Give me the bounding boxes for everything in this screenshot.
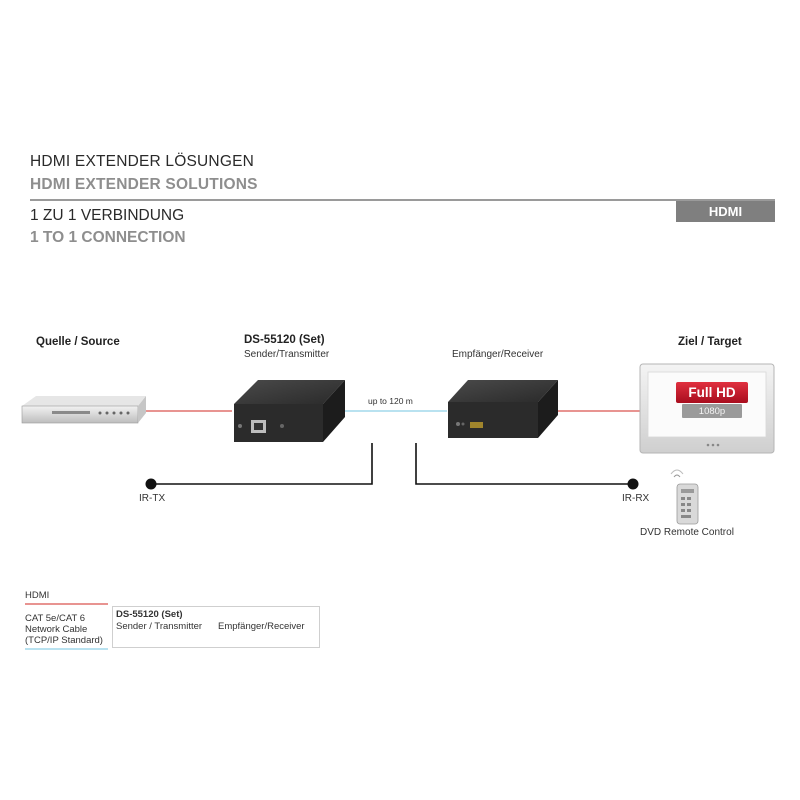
- ir-rx-cable: [415, 443, 632, 485]
- legend-box-receiver: Empfänger/Receiver: [218, 621, 305, 632]
- dvd-player-icon: [21, 396, 146, 424]
- remote-control-icon: [670, 469, 699, 525]
- source-label: Quelle / Source: [36, 336, 120, 348]
- receiver-device-icon: [448, 380, 558, 438]
- tv-target-icon: [639, 363, 775, 454]
- subtitle-english: 1 TO 1 CONNECTION: [30, 229, 186, 246]
- transmitter-device-icon: [234, 380, 345, 442]
- set-name-label: DS-55120 (Set): [244, 334, 325, 346]
- ir-rx-label: IR-RX: [622, 493, 650, 504]
- legend-set-box: [112, 606, 320, 648]
- ir-rx-sensor: [627, 478, 639, 490]
- transmitter-label: Sender/Transmitter: [244, 349, 330, 360]
- legend-box-title: DS-55120 (Set): [116, 609, 183, 620]
- ir-tx-sensor: [145, 478, 157, 490]
- subtitle-german: 1 ZU 1 VERBINDUNG: [30, 207, 185, 224]
- receiver-label: Empfänger/Receiver: [452, 349, 544, 360]
- legend-cat-line2: Network Cable: [25, 624, 88, 635]
- legend-cat-line3: (TCP/IP Standard): [25, 635, 103, 646]
- title-english: HDMI EXTENDER SOLUTIONS: [30, 176, 258, 193]
- legend-cat-line1: CAT 5e/CAT 6: [25, 613, 86, 624]
- legend-box-transmitter: Sender / Transmitter: [116, 621, 203, 632]
- full-hd-badge-text: Full HD: [688, 385, 736, 400]
- remote-label: DVD Remote Control: [640, 527, 734, 538]
- title-german: HDMI EXTENDER LÖSUNGEN: [30, 153, 255, 170]
- tv-resolution-text: 1080p: [698, 405, 726, 417]
- hdmi-badge: HDMI: [676, 201, 775, 222]
- header-rule: [30, 199, 775, 201]
- legend-hdmi-text: HDMI: [25, 590, 50, 601]
- target-label: Ziel / Target: [678, 336, 742, 348]
- distance-label: up to 120 m: [368, 396, 413, 406]
- ir-tx-cable: [150, 443, 373, 485]
- ir-tx-label: IR-TX: [139, 493, 166, 504]
